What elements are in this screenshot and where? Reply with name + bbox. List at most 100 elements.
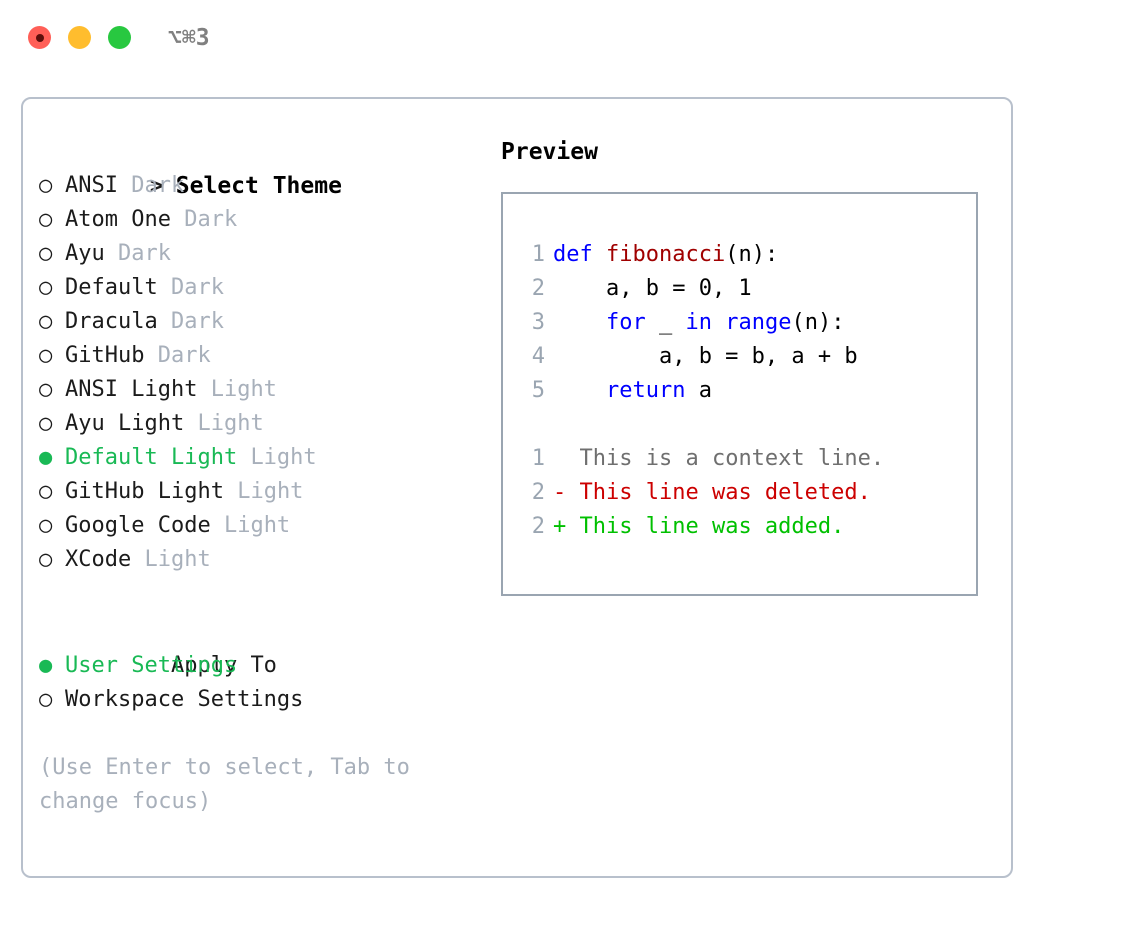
theme-option-row[interactable]: ○XCode Light [39,543,479,577]
maximize-window-button[interactable] [108,26,131,49]
theme-category-tag: Dark [184,207,238,232]
code-line: 3 for _ in range(n): [503,306,976,340]
theme-option-name: Google Code [65,513,211,538]
code-token: (n): [791,310,845,335]
theme-option-row[interactable]: ○ Default Dark [39,271,479,305]
radio-unselected-icon: ○ [39,547,53,572]
theme-category-tag: Dark [170,275,224,300]
theme-option-name: ANSI Light [65,377,198,402]
theme-selector-panel: > Select Theme ○ ANSI Dark ○ Atom One Dark ○ A… [21,97,1013,878]
diff-sample: 1 This is a context line.2- This line wa… [503,442,976,544]
minimize-window-button[interactable] [68,26,91,49]
radio-unselected-icon: ○ [39,513,53,538]
radio-unselected-icon: ○ [39,173,53,198]
theme-option-name: Default Light [65,445,238,470]
radio-unselected-icon: ○ [39,275,53,300]
theme-category-tag: Light [144,547,211,572]
code-token: for [605,310,646,335]
theme-category-tag: Light [223,513,291,538]
theme-options-list: ○ ANSI Dark ○ Atom One Dark ○ Ayu Dark ○ Defaul… [39,169,479,577]
code-token: fibonacci [606,242,726,267]
theme-option-row[interactable]: ●Default Light Light [39,441,479,475]
code-token: a, b = 0, 1 [553,276,752,301]
radio-selected-icon: ● [39,653,53,678]
cursor-caret-icon: > [149,173,164,199]
diff-line: 1 This is a context line. [503,442,976,476]
diff-line-number: 2 [531,514,545,539]
theme-option-name: GitHub Light [65,479,224,504]
theme-option-name: ANSI [65,173,118,198]
select-theme-heading-label: Select Theme [175,173,342,199]
code-token [712,310,725,335]
theme-category-tag: Light [197,411,264,436]
code-diff-gap [503,408,976,442]
title-bar: ⌥⌘3 [0,0,1140,78]
code-token: return [605,378,686,403]
preview-heading: Preview [501,139,598,165]
diff-marker [553,446,580,471]
code-token: a, b = b, a + b [553,344,858,369]
apply-to-option-row[interactable]: ●User Settings [39,649,479,683]
theme-option-row[interactable]: ○ANSI Dark [39,169,479,203]
theme-option-name: Atom One [65,207,171,232]
theme-option-name: Dracula [65,309,158,334]
apply-to-option-row[interactable]: ○Workspace Settings [39,683,479,717]
list-spacer [39,577,479,615]
theme-category-tag: Dark [157,343,211,368]
theme-option-row[interactable]: ○Dracula Dark [39,305,479,339]
close-window-button[interactable] [28,26,51,49]
code-line-number: 4 [531,344,545,369]
code-line-number: 3 [531,310,545,335]
diff-line-number: 1 [531,446,545,471]
theme-name-tag-space [211,513,224,538]
apply-to-options-list: ●User Settings○Workspace Settings [39,649,479,717]
radio-unselected-icon: ○ [39,411,53,436]
theme-option-row[interactable]: ○ Ayu Light Light [39,407,479,441]
radio-unselected-icon: ○ [39,687,53,712]
theme-option-name: GitHub [65,343,145,368]
code-token: (n): [725,242,779,267]
radio-unselected-icon: ○ [39,241,53,266]
theme-name-tag-space [237,445,250,470]
theme-option-row[interactable]: ○Ayu Dark [39,237,479,271]
theme-option-row[interactable]: ○ Google Code Light [39,509,479,543]
radio-unselected-icon: ○ [39,343,53,368]
code-line-number: 5 [531,378,545,403]
theme-name-tag-space [184,411,197,436]
theme-option-name: Default [65,275,158,300]
select-theme-heading: > Select Theme [39,135,479,199]
code-line: 2 a, b = 0, 1 [503,272,976,306]
theme-list-column: > Select Theme ○ ANSI Dark ○ Atom One Dark ○ A… [39,135,479,819]
diff-line: 2- This line was deleted. [503,476,976,510]
code-line-number: 2 [531,276,545,301]
radio-unselected-icon: ○ [39,309,53,334]
radio-unselected-icon: ○ [39,377,53,402]
traffic-light-group [28,26,131,49]
theme-option-row[interactable]: ○ GitHub Light Light [39,475,479,509]
diff-line: 2+ This line was added. [503,510,976,544]
hint-spacer [39,717,479,751]
theme-option-row[interactable]: ○ Atom One Dark [39,203,479,237]
keyboard-hint-text: (Use Enter to select, Tab to change focu… [39,755,424,814]
theme-option-name: Ayu Light [65,411,185,436]
code-token: def [553,242,593,267]
apply-to-label-text: Apply To [170,653,277,678]
radio-unselected-icon: ○ [39,207,53,232]
theme-name-tag-space [144,343,157,368]
theme-category-tag: Light [237,479,304,504]
theme-option-row[interactable]: ○ANSI Light Light [39,373,479,407]
radio-selected-icon: ● [39,445,53,470]
theme-option-row[interactable]: ○ GitHub Dark [39,339,479,373]
radio-unselected-icon: ○ [39,479,53,504]
theme-name-tag-space [158,275,171,300]
diff-line-text: This line was deleted. [579,480,871,505]
theme-option-name: Ayu [65,241,105,266]
code-token [553,310,606,335]
theme-name-tag-space [131,547,144,572]
diff-line-text: This is a context line. [579,446,885,471]
